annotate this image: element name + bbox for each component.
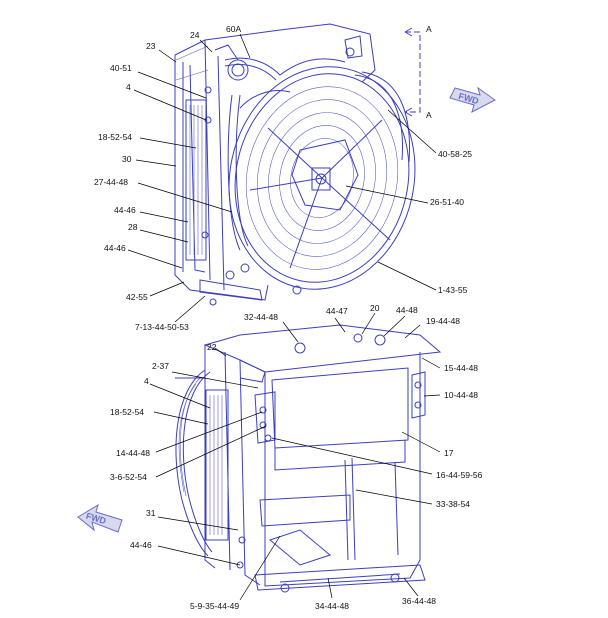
callout-18-52-54-bottom: 18-52-54: [110, 407, 144, 417]
callout-20: 20: [370, 303, 380, 313]
callout-27-44-48: 27-44-48: [94, 177, 128, 187]
callout-42-55: 42-55: [126, 292, 148, 302]
callout-44-48: 44-48: [396, 305, 418, 315]
bottom-radiator-frame: [175, 324, 442, 593]
callout-1-43-55: 1-43-55: [438, 285, 468, 295]
section-label-bottom: A: [426, 110, 432, 120]
callout-7-13-44-50-53: 7-13-44-50-53: [135, 322, 189, 332]
callout-22: 22: [207, 342, 217, 352]
bottom-leaders: [149, 312, 441, 601]
callouts-top: 60A 24 23 40-51 4 18-52-54 30 27-44-48 4…: [94, 24, 472, 332]
callout-10-44-48: 10-44-48: [444, 390, 478, 400]
callout-28: 28: [128, 222, 138, 232]
callout-44-46-b: 44-46: [104, 243, 126, 253]
top-radiator-frame: [174, 23, 376, 306]
callout-32-44-48: 32-44-48: [244, 312, 278, 322]
callout-17: 17: [444, 448, 454, 458]
callout-34-44-48: 34-44-48: [315, 601, 349, 611]
callout-19-44-48: 19-44-48: [426, 316, 460, 326]
fwd-arrow-bottom: FWD: [77, 503, 123, 533]
fwd-arrow-top: FWD: [449, 86, 496, 113]
callout-33-38-54: 33-38-54: [436, 499, 470, 509]
fwd-label-top: FWD: [457, 91, 480, 106]
callout-40-58-25: 40-58-25: [438, 149, 472, 159]
callout-24: 24: [190, 30, 200, 40]
callout-4: 4: [126, 82, 131, 92]
callout-31: 31: [146, 508, 156, 518]
top-leaders: [127, 33, 437, 323]
callout-18-52-54: 18-52-54: [98, 132, 132, 142]
callout-36-44-48: 36-44-48: [402, 596, 436, 606]
callout-44-47: 44-47: [326, 306, 348, 316]
section-arrow-a: A A: [404, 24, 432, 120]
section-label-top: A: [426, 24, 432, 34]
callout-3-6-52-54: 3-6-52-54: [110, 472, 147, 482]
bottom-fan-guard-side: [175, 369, 213, 557]
top-fan-guard: [228, 66, 416, 290]
callout-15-44-48: 15-44-48: [444, 363, 478, 373]
callout-2-37: 2-37: [152, 361, 169, 371]
callout-16-44-59-56: 16-44-59-56: [436, 470, 483, 480]
callout-44-46-a: 44-46: [114, 205, 136, 215]
callout-30: 30: [122, 154, 132, 164]
callout-26-51-40: 26-51-40: [430, 197, 464, 207]
callout-40-51: 40-51: [110, 63, 132, 73]
callout-4-bottom: 4: [144, 376, 149, 386]
callouts-bottom: 32-44-48 44-47 20 44-48 19-44-48 22 15-4…: [110, 303, 483, 611]
callout-44-46-c: 44-46: [130, 540, 152, 550]
callout-60a: 60A: [226, 24, 241, 34]
callout-5-9-35-44-49: 5-9-35-44-49: [190, 601, 239, 611]
callout-23: 23: [146, 41, 156, 51]
callout-14-44-48: 14-44-48: [116, 448, 150, 458]
